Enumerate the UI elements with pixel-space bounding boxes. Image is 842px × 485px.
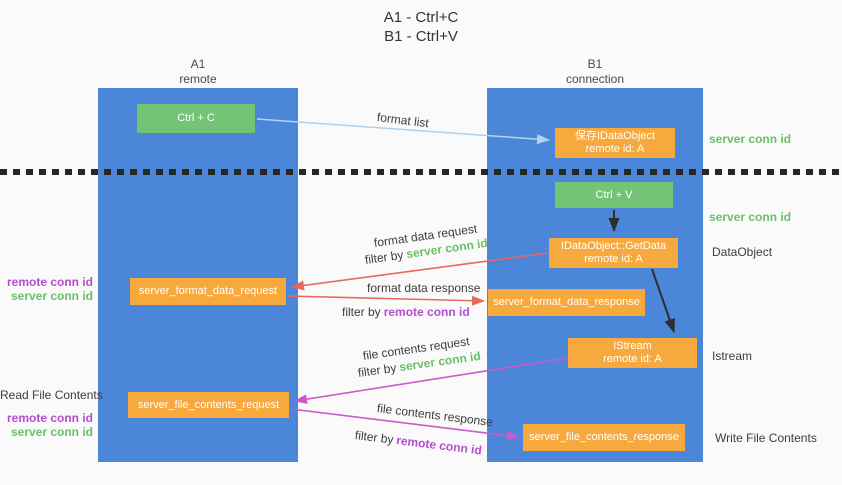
column-header-a1: A1 remote <box>98 57 298 87</box>
title-line-b1: B1 - Ctrl+V <box>384 28 458 45</box>
phase-separator-dotted-line <box>0 169 842 175</box>
right-server-conn-id-top: server conn id <box>709 132 792 146</box>
column-b1-subtitle: connection <box>565 72 625 86</box>
column-a1-subtitle: remote <box>179 72 217 86</box>
ctrl-v-label: Ctrl + V <box>595 188 633 201</box>
format-data-response-arrow <box>287 295 485 306</box>
remote-conn-id-text: remote conn id <box>395 433 483 458</box>
right-server-conn-id-mid: server conn id <box>709 210 792 224</box>
ctrl-c-event-box: Ctrl + C <box>137 104 255 133</box>
server-format-data-request-box: server_format_data_request <box>130 278 286 305</box>
remote-conn-id-text: remote conn id <box>383 305 470 319</box>
left-remote-conn-id-bottom: remote conn id <box>6 411 93 425</box>
format-response-label: server_format_data_response <box>493 296 640 308</box>
read-file-contents-label: Read File Contents <box>0 388 103 402</box>
getdata-remote-id: remote id: A <box>584 253 643 265</box>
istream-box: IStream remote id: A <box>568 338 697 368</box>
filter-by-text: filter by <box>342 305 381 319</box>
save-dataobject-remote-id: remote id: A <box>585 143 645 155</box>
left-server-conn-id-bottom: server conn id <box>10 425 93 439</box>
file-response-label: server_file_contents_response <box>529 431 679 443</box>
format-list-arrow-label: format list <box>376 110 430 131</box>
dataobject-side-label: DataObject <box>712 245 773 259</box>
filter-by-text: filter by <box>354 428 395 447</box>
file-contents-response-filter-label: filter byremote conn id <box>354 428 482 457</box>
format-request-label: server_format_data_request <box>138 285 278 297</box>
column-b1-name: B1 <box>587 57 603 71</box>
save-dataobject-line1: 保存IDataObject <box>574 130 656 142</box>
server-file-contents-response-box: server_file_contents_response <box>523 424 685 451</box>
column-a1-name: A1 <box>190 57 206 71</box>
left-server-conn-id-top: server conn id <box>10 289 93 303</box>
filter-by-text: filter by <box>364 247 405 267</box>
filter-by-text: filter by <box>357 360 398 380</box>
istream-side-label: Istream <box>712 349 753 363</box>
istream-line1: IStream <box>613 340 652 352</box>
column-header-b1: B1 connection <box>487 57 703 87</box>
save-dataobject-box: 保存IDataObject remote id: A <box>555 128 675 158</box>
diagram-title: A1 - Ctrl+C B1 - Ctrl+V <box>0 8 842 46</box>
istream-remote-id: remote id: A <box>603 353 662 365</box>
ctrl-c-label: Ctrl + C <box>177 112 215 124</box>
server-format-data-response-box: server_format_data_response <box>488 289 645 316</box>
file-request-label: server_file_contents_request <box>137 398 280 411</box>
file-contents-response-arrow-label: file contents response <box>376 401 494 430</box>
server-file-contents-request-box: server_file_contents_request <box>128 392 289 418</box>
idataobject-getdata-box: IDataObject::GetData remote id: A <box>549 238 678 268</box>
write-file-contents-label: Write File Contents <box>715 431 817 445</box>
left-remote-conn-id-top: remote conn id <box>6 275 93 289</box>
getdata-line1: IDataObject::GetData <box>560 240 667 252</box>
title-line-a1: A1 - Ctrl+C <box>383 9 459 26</box>
ctrl-v-event-box: Ctrl + V <box>555 182 673 208</box>
format-data-response-arrow-label: format data response <box>367 281 481 295</box>
